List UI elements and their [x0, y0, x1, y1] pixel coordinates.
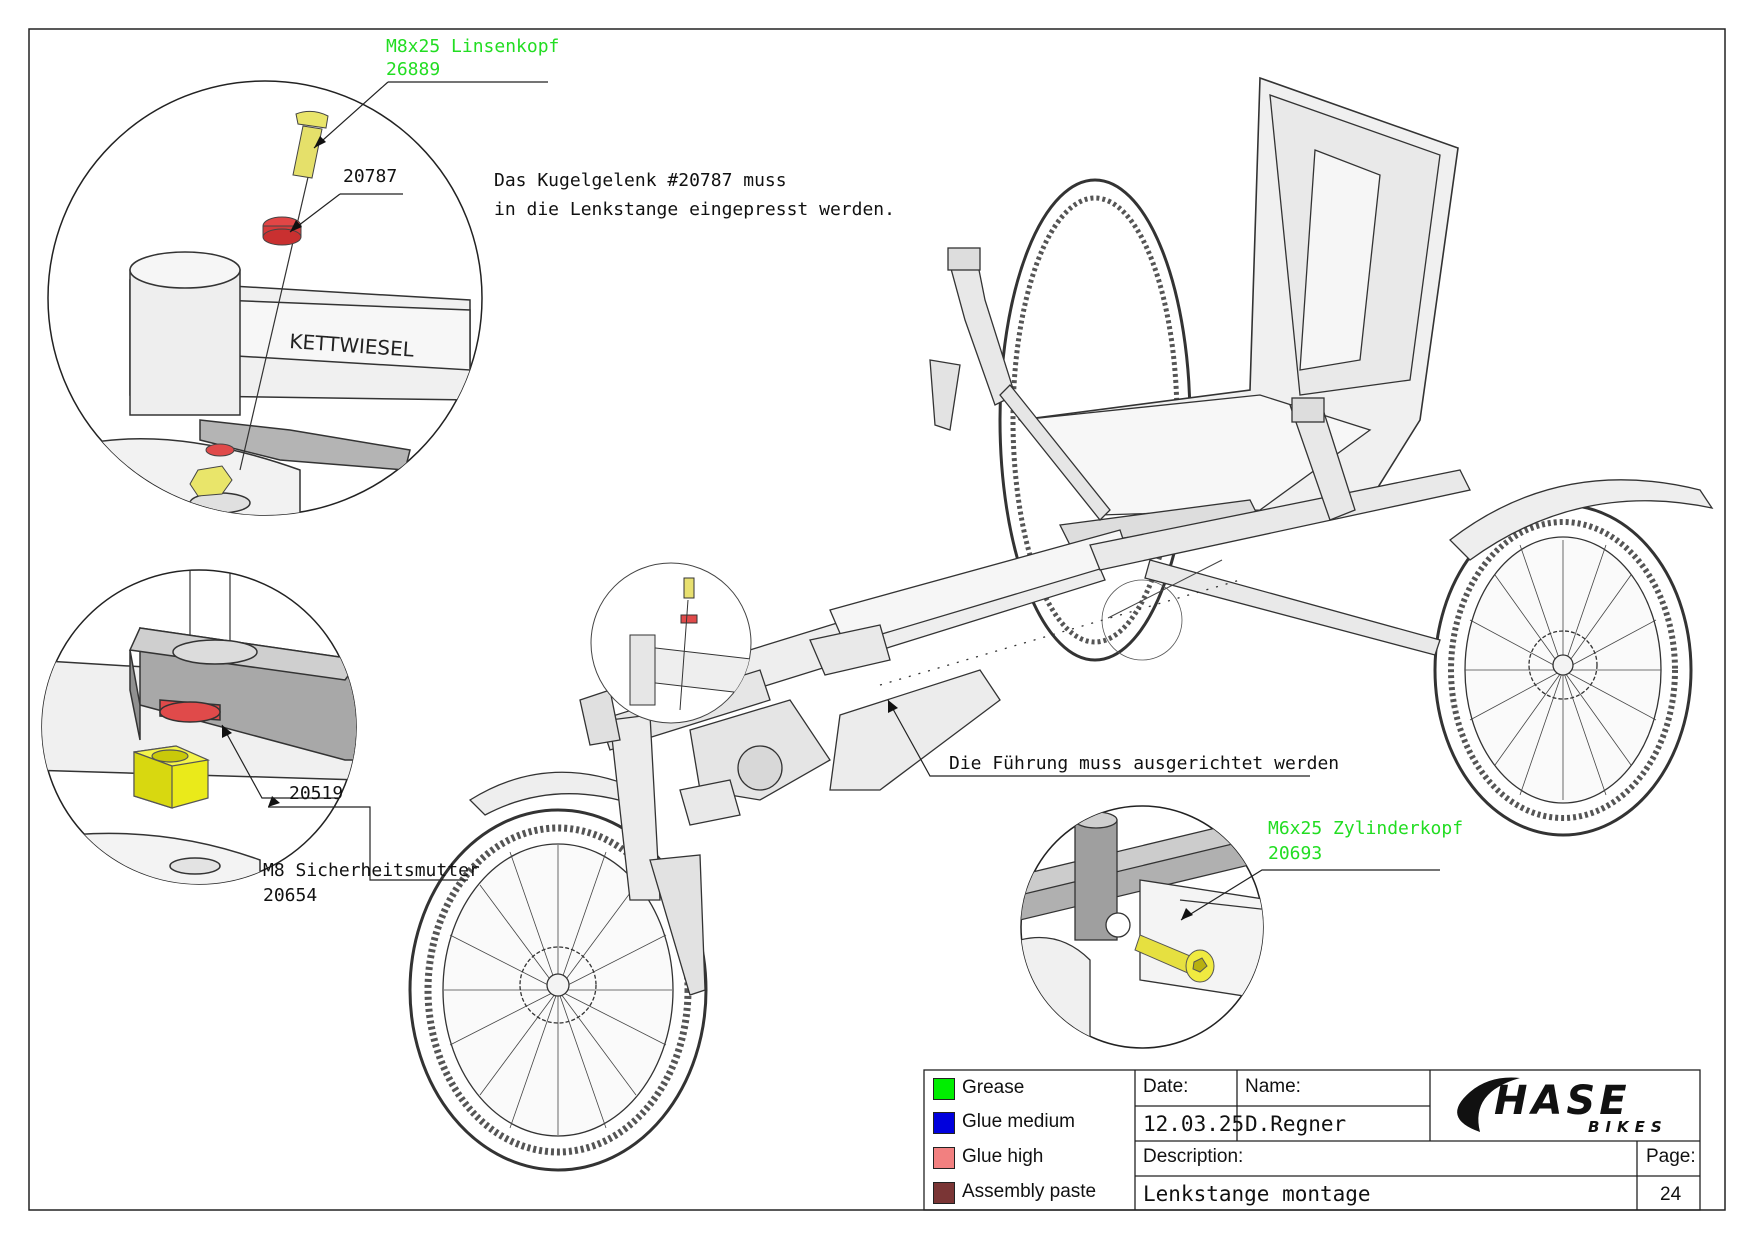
logo-swoosh [1457, 1077, 1520, 1132]
nut-m8-part [133, 745, 211, 809]
detail-view-nut-washer [41, 569, 357, 885]
sheet-border [28, 28, 1726, 1211]
legend-label-grease: Grease [962, 1077, 1025, 1098]
name-label: Name: [1245, 1076, 1301, 1097]
rear-right-wheel [1433, 503, 1693, 837]
legend-swatch-assembly-paste [933, 1182, 955, 1204]
detail-view-steering-top: KETTWIESEL [47, 80, 483, 516]
callout-nut-part: 20654 [263, 885, 318, 906]
logo-main-text: HASE [1494, 1078, 1631, 1124]
ball-joint-20787-part [262, 216, 302, 246]
legend-swatch-glue-medium [933, 1112, 955, 1134]
callout-ball-joint-part: 20787 [343, 166, 398, 187]
callout-screw-name: M6x25 Zylinderkopf [1268, 818, 1464, 839]
page-label: Page: [1646, 1146, 1696, 1167]
legend-label-assembly-paste: Assembly paste [962, 1181, 1097, 1202]
callout-washer-part: 20519 [289, 783, 344, 804]
callout-bolt-part: 26889 [386, 59, 441, 80]
callout-bolt-name: M8x25 Linsenkopf [386, 36, 560, 57]
title-block-grid [923, 1069, 1701, 1211]
callout-screw-part: 20693 [1268, 843, 1323, 864]
logo-sub-text: BIKES [1588, 1118, 1668, 1136]
page-value: 24 [1660, 1184, 1682, 1205]
handlebars [929, 247, 1356, 521]
note-press-fit: Das Kugelgelenk #20787 muss in die Lenks… [494, 166, 895, 224]
detail-leader [1107, 559, 1223, 619]
note-alignment: Die Führung muss ausgerichtet werden [949, 753, 1340, 774]
legend-swatch-grease [933, 1078, 955, 1100]
legend-label-glue-medium: Glue medium [962, 1111, 1075, 1132]
trike-illustration [408, 76, 1714, 1172]
description-label: Description: [1143, 1146, 1244, 1167]
description-value: Lenkstange montage [1143, 1182, 1371, 1206]
legend-swatch-glue-high [933, 1147, 955, 1169]
screw-m6x25-part [1134, 934, 1215, 983]
detail-locator-circle [590, 562, 752, 724]
nut-small-part [189, 465, 233, 497]
note-press-fit-line1: Das Kugelgelenk #20787 muss [494, 170, 787, 191]
motor-battery [689, 669, 1001, 801]
detail-view-side-screw [1020, 805, 1264, 1049]
date-value: 12.03.25 [1143, 1112, 1245, 1136]
legend-label-glue-high: Glue high [962, 1146, 1044, 1167]
seat [1017, 76, 1459, 546]
date-label: Date: [1143, 1076, 1189, 1097]
bolt-m8x25-part [292, 110, 329, 179]
name-value: D.Regner [1245, 1112, 1347, 1136]
callout-nut-name: M8 Sicherheitsmutter [263, 860, 480, 881]
note-press-fit-line2: in die Lenkstange eingepresst werden. [494, 199, 895, 220]
